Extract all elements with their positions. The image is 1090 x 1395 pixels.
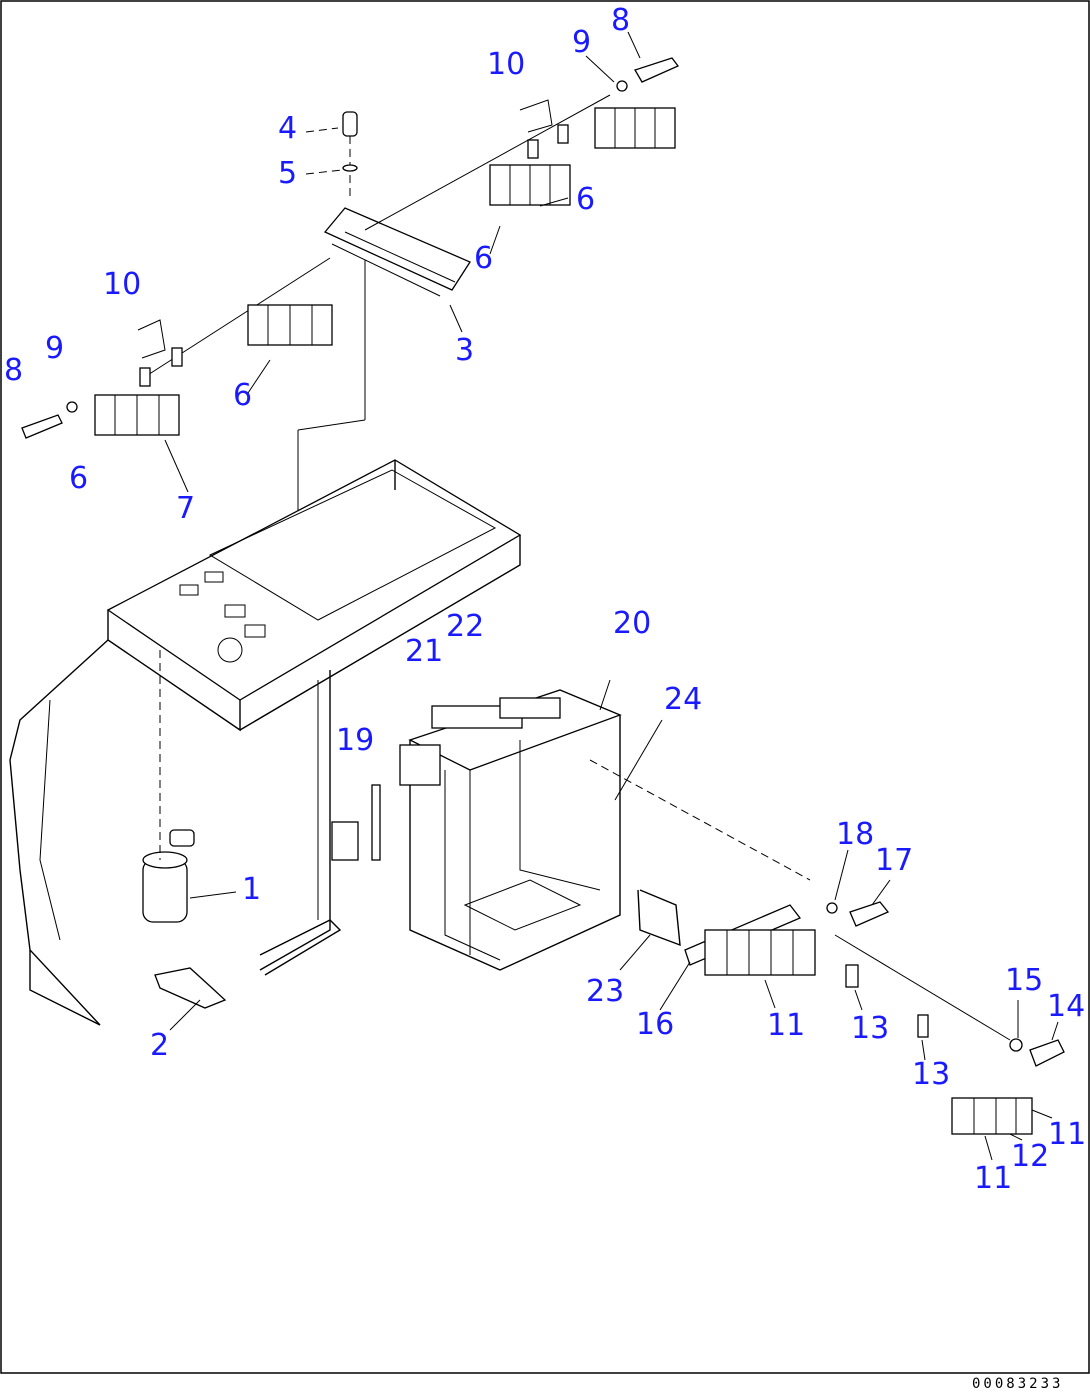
callout-12: 12 <box>1011 1139 1049 1174</box>
callout-15: 15 <box>1005 963 1043 998</box>
callout-8: 8 <box>611 3 630 38</box>
callout-labels: 8 9 10 4 5 6 6 3 10 9 8 6 6 7 20 22 21 2… <box>4 3 1086 1196</box>
lower-bracket-assembly <box>684 901 1065 1135</box>
callout-13: 13 <box>912 1057 950 1092</box>
callout-10: 10 <box>103 267 141 302</box>
callout-1: 1 <box>242 872 261 907</box>
callout-18: 18 <box>836 817 874 852</box>
callout-24: 24 <box>664 682 702 717</box>
callout-5: 5 <box>278 156 297 191</box>
callout-20: 20 <box>613 606 651 641</box>
relay-box <box>371 689 811 971</box>
callout-16: 16 <box>636 1007 674 1042</box>
main-frame <box>9 459 522 1026</box>
leader-lines <box>164 31 1059 1161</box>
callout-19: 19 <box>336 723 374 758</box>
callout-11: 11 <box>974 1161 1012 1196</box>
callout-21: 21 <box>405 634 443 669</box>
callout-13: 13 <box>851 1011 889 1046</box>
callout-17: 17 <box>875 843 913 878</box>
callout-8: 8 <box>4 353 23 388</box>
callout-11: 11 <box>1048 1117 1086 1152</box>
callout-6: 6 <box>576 182 595 217</box>
callout-4: 4 <box>278 111 297 146</box>
relay-group-left <box>94 304 333 436</box>
relay-group-upper-right <box>489 107 676 206</box>
key-switch <box>142 650 195 923</box>
callout-6: 6 <box>233 378 252 413</box>
document-number: 00083233 <box>972 1376 1063 1392</box>
callout-11: 11 <box>767 1008 805 1043</box>
callout-9: 9 <box>572 25 591 60</box>
callout-7: 7 <box>176 491 195 526</box>
upper-bracket-assembly <box>21 57 680 545</box>
callout-22: 22 <box>446 609 484 644</box>
callout-23: 23 <box>586 974 624 1009</box>
callout-2: 2 <box>150 1028 169 1063</box>
callout-10: 10 <box>487 47 525 82</box>
callout-3: 3 <box>455 333 474 368</box>
callout-9: 9 <box>45 331 64 366</box>
callout-6: 6 <box>474 241 493 276</box>
callout-6: 6 <box>69 461 88 496</box>
switch-plate <box>154 967 227 1009</box>
callout-14: 14 <box>1047 989 1085 1024</box>
